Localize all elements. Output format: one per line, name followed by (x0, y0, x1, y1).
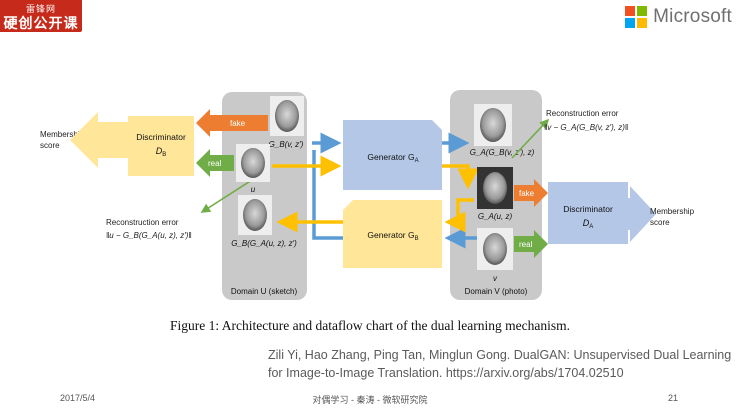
face-v-mid-head (483, 172, 507, 204)
recon-left-formula: ‖u − G_B(G_A(u, z), z′)‖ (106, 231, 192, 240)
face-u-bottom-label: G_B(G_A(u, z), z′) (231, 239, 297, 248)
recon-right-title: Reconstruction error (546, 109, 619, 118)
citation-line-1: Zili Yi, Hao Zhang, Ping Tan, Minglun Go… (268, 348, 732, 362)
microsoft-wordmark: Microsoft (653, 6, 732, 27)
face-u-bottom-head (243, 199, 267, 231)
ms-square-green (637, 6, 648, 16)
fake-left-arrow (196, 109, 268, 137)
face-u-mid-head (241, 148, 265, 178)
blue-arrow-gb-to-u (312, 150, 343, 240)
face-u-mid-label: u (251, 185, 256, 194)
recon-left-line (200, 177, 256, 213)
microsoft-logo: Microsoft (625, 6, 732, 28)
microsoft-grid-icon (625, 6, 648, 28)
yellow-arrow-ga-to-v (442, 164, 479, 190)
face-u-top-label: G_B(v, z′) (269, 140, 304, 149)
generator-a-label: Generator GA (367, 152, 418, 164)
real-right-label: real (519, 240, 533, 249)
fake-right-label: fake (519, 189, 535, 198)
footer-page-number: 21 (668, 393, 679, 403)
discriminator-a-arrow (626, 186, 656, 242)
brand-line-1: 雷锋网 (25, 4, 56, 14)
brand-line-2: 硬创公开课 (3, 15, 79, 31)
fake-right-arrow (514, 179, 548, 207)
face-v-top-head (480, 108, 506, 142)
discriminator-a-box (548, 182, 628, 244)
leiphone-brand-logo: 雷锋网 硬创公开课 (0, 0, 82, 32)
generator-b-box (343, 200, 442, 268)
domain-u-label: Domain U (sketch) (231, 287, 298, 296)
ms-square-red (625, 6, 636, 16)
dual-learning-diagram: Membership score Discriminator DB fake r… (40, 90, 695, 300)
discriminator-a-title: Discriminator (563, 204, 613, 214)
generator-a-box (343, 120, 442, 190)
recon-right-line (511, 118, 550, 159)
face-v-bottom-label: v (493, 274, 498, 283)
ms-square-blue (625, 18, 636, 28)
ms-square-yellow (637, 18, 648, 28)
face-v-mid-label: G_A(u, z) (478, 212, 513, 221)
domain-v-label: Domain V (photo) (465, 287, 528, 296)
fake-left-label: fake (230, 119, 246, 128)
face-v-bottom-head (483, 233, 507, 265)
paper-citation: Zili Yi, Hao Zhang, Ping Tan, Minglun Go… (268, 346, 738, 382)
membership-right-line1: Membership (650, 207, 695, 216)
real-left-arrow (196, 149, 234, 177)
face-u-top-head (275, 100, 299, 132)
discriminator-b-box (128, 116, 194, 176)
recon-right-formula: ‖v − G_A(G_B(v, z′), z)‖ (544, 123, 628, 132)
footer-date: 2017/5/4 (60, 393, 96, 403)
membership-right-line2: score (650, 218, 670, 227)
discriminator-b-title: Discriminator (136, 132, 186, 142)
discriminator-b-shape (70, 112, 132, 168)
recon-left-title: Reconstruction error (106, 218, 179, 227)
real-left-label: real (208, 159, 222, 168)
figure-caption: Figure 1: Architecture and dataflow char… (170, 318, 570, 333)
yellow-arrow-v-to-gb (444, 198, 474, 233)
discriminator-a-symbol: DA (583, 218, 594, 230)
real-right-arrow (514, 230, 548, 258)
membership-left-line2: score (40, 141, 60, 150)
membership-left-line1: Membership (40, 130, 85, 139)
generator-b-label: Generator GB (367, 230, 418, 242)
discriminator-b-symbol: DB (156, 146, 167, 158)
face-v-top-label: G_A(G_B(v, z′), z) (470, 148, 535, 157)
footer-center: 对偶学习 - 秦涛 - 微软研究院 (312, 395, 428, 405)
citation-line-2: for Image-to-Image Translation. https://… (268, 366, 624, 380)
